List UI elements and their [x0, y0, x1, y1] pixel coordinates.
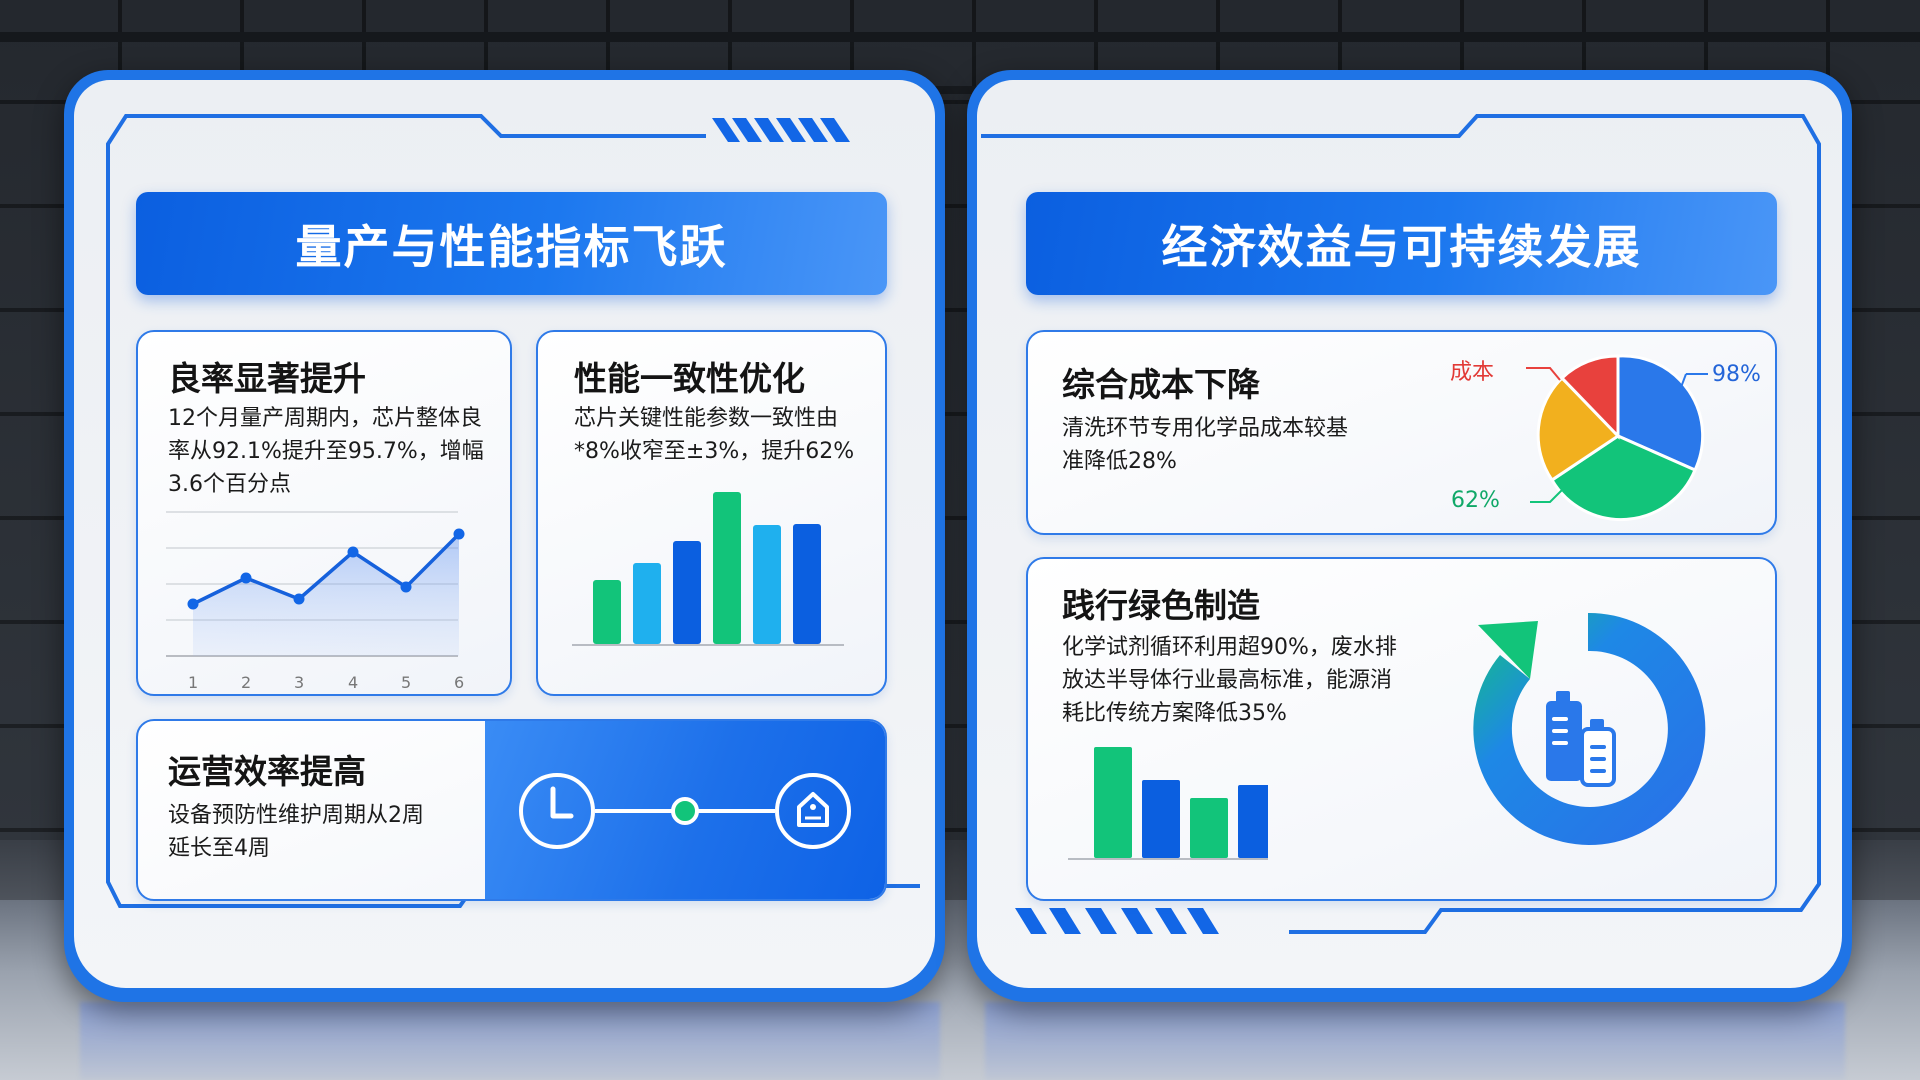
right-panel-title: 经济效益与可持续发展	[1161, 219, 1642, 274]
maintenance-timeline	[519, 773, 851, 849]
chemical-bottles-icon	[1546, 691, 1616, 787]
operations-card: 运营效率提高 设备预防性维护周期从2周 延长至4周	[136, 719, 887, 901]
yield-x-axis: 1 2 3 4 5 6	[188, 673, 465, 692]
right-panel-title-banner: 经济效益与可持续发展	[1026, 192, 1777, 295]
recycle-arrow-icon	[1473, 612, 1706, 845]
performance-bar-chart	[572, 492, 844, 646]
cost-card-description: 清洗环节专用化学品成本较基 准降低28%	[1062, 416, 1349, 474]
clock-icon	[519, 773, 595, 849]
green-card-title: 践行绿色制造	[1062, 586, 1260, 625]
yield-line-chart	[166, 511, 465, 657]
green-manufacturing-card: 践行绿色制造 化学试剂循环利用超90%，废水排 放达半导体行业最高标准，能源消 …	[1026, 557, 1777, 901]
right-display-panel: 经济效益与可持续发展 综合成本下降 清洗环节专用化学品成本较基 准降低28% 成…	[967, 70, 1852, 1002]
green-bar-chart	[1068, 747, 1268, 860]
left-display-panel: 量产与性能指标飞跃 良率显著提升 12个月量产周期内，芯片整体良 率从92.1%…	[64, 70, 945, 1002]
operations-card-description: 设备预防性维护周期从2周 延长至4周	[168, 803, 424, 861]
floor-reflection-left	[80, 1002, 940, 1080]
yield-card-description: 12个月量产周期内，芯片整体良 率从92.1%提升至95.7%，增幅 3.6个百…	[168, 406, 484, 497]
pie-label-cost: 成本	[1450, 360, 1495, 385]
operations-card-title: 运营效率提高	[168, 752, 366, 791]
left-panel-title: 量产与性能指标飞跃	[295, 219, 728, 274]
performance-card-description: 芯片关键性能参数一致性由 *8%收窄至±3%，提升62%	[574, 406, 855, 464]
cost-card-title: 综合成本下降	[1062, 365, 1260, 404]
yield-card: 良率显著提升 12个月量产周期内，芯片整体良 率从92.1%提升至95.7%，增…	[136, 330, 512, 696]
yield-card-title: 良率显著提升	[168, 359, 366, 398]
pie-label-top: 98%	[1712, 362, 1761, 387]
recycling-graphic	[1473, 612, 1706, 845]
ceiling-rail	[0, 32, 1920, 42]
progress-dot	[671, 797, 699, 825]
left-panel-title-banner: 量产与性能指标飞跃	[136, 192, 887, 295]
pie-label-bottom: 62%	[1451, 488, 1500, 513]
home-icon	[775, 773, 851, 849]
floor-reflection-right	[985, 1002, 1845, 1080]
operations-timeline-panel	[485, 721, 885, 899]
green-card-description: 化学试剂循环利用超90%，废水排 放达半导体行业最高标准，能源消 耗比传统方案降…	[1062, 635, 1397, 726]
cost-pie-chart	[1526, 354, 1708, 522]
performance-card-title: 性能一致性优化	[574, 359, 805, 398]
performance-card: 性能一致性优化 芯片关键性能参数一致性由 *8%收窄至±3%，提升62%	[536, 330, 887, 696]
cost-card: 综合成本下降 清洗环节专用化学品成本较基 准降低28% 成本 98% 62%	[1026, 330, 1777, 535]
